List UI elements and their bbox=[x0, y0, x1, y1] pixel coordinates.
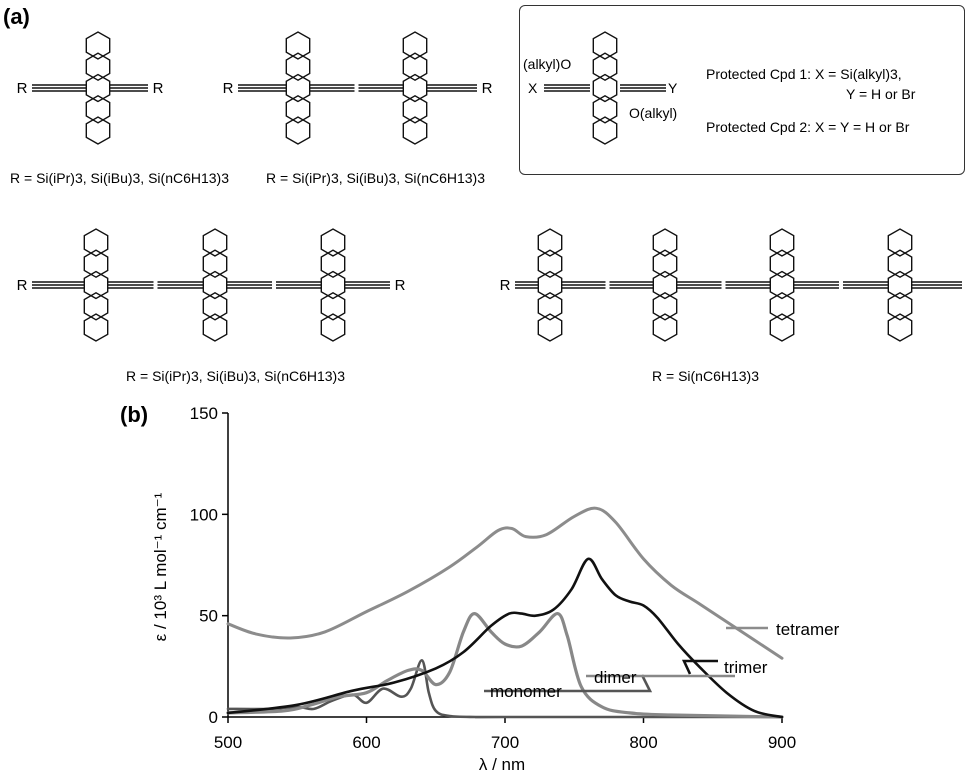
y-tick-label: 100 bbox=[190, 505, 218, 524]
series-label-tetramer: tetramer bbox=[776, 620, 840, 639]
protected-sub-top: (alkyl)O bbox=[523, 56, 572, 72]
x-tick-label: 500 bbox=[214, 733, 242, 752]
series-line-monomer bbox=[226, 658, 784, 719]
trimer-r-left: R bbox=[17, 277, 28, 294]
panel-a-label: (a) bbox=[3, 4, 30, 29]
series-label-monomer: monomer bbox=[490, 682, 562, 701]
tetramer-r-left: R bbox=[500, 277, 511, 294]
series-line-dimer bbox=[226, 612, 784, 719]
monomer-r-left: R bbox=[17, 80, 28, 97]
y-tick-label: 150 bbox=[190, 404, 218, 423]
series-label-trimer: trimer bbox=[724, 658, 768, 677]
chart-curves bbox=[226, 506, 784, 719]
protected-y-label: Y bbox=[668, 80, 678, 96]
chemical-structures: R R R R R R R bbox=[17, 31, 962, 342]
chart-ticks: 500 600 700 800 900 0 50 100 150 bbox=[190, 404, 797, 752]
trimer-acene-3 bbox=[320, 228, 346, 342]
dimer-bonds bbox=[238, 84, 477, 92]
dimer-caption: R = Si(iPr)3, Si(iBu)3, Si(nC6H13)3 bbox=[266, 170, 486, 186]
chart-annotations: monomer dimer trimer tetramer bbox=[484, 620, 840, 701]
dimer-acene-1 bbox=[285, 31, 311, 145]
trimer-acene-2 bbox=[202, 228, 228, 342]
trimer-acene-1 bbox=[83, 228, 109, 342]
monomer-acene-1 bbox=[85, 31, 111, 145]
protected-line1: Protected Cpd 1: X = Si(alkyl)3, bbox=[706, 66, 902, 82]
protected-acene bbox=[592, 31, 618, 145]
dimer-acene-2 bbox=[402, 31, 428, 145]
y-tick-label: 0 bbox=[209, 708, 218, 727]
x-tick-label: 700 bbox=[491, 733, 519, 752]
trimer-r-right: R bbox=[395, 277, 406, 294]
x-tick-label: 800 bbox=[629, 733, 657, 752]
x-axis-label: λ / nm bbox=[479, 755, 525, 774]
tetramer-acene-3 bbox=[769, 228, 795, 342]
chart-axes bbox=[227, 413, 782, 718]
dimer-r-right: R bbox=[482, 80, 493, 97]
dimer-r-left: R bbox=[223, 80, 234, 97]
x-tick-label: 600 bbox=[352, 733, 380, 752]
trimer-caption: R = Si(iPr)3, Si(iBu)3, Si(nC6H13)3 bbox=[126, 368, 346, 384]
leader-line-monomer bbox=[484, 674, 653, 693]
monomer-bonds bbox=[32, 84, 148, 92]
series-label-dimer: dimer bbox=[594, 668, 637, 687]
series-line-trimer bbox=[226, 557, 784, 719]
panel-b-label: (b) bbox=[120, 402, 149, 427]
y-axis-label: ε / 10³ L mol⁻¹ cm⁻¹ bbox=[151, 492, 170, 641]
tetramer-acene-4 bbox=[887, 228, 913, 342]
protected-bonds bbox=[544, 84, 666, 92]
protected-compound-box bbox=[519, 5, 965, 175]
tetramer-caption: R = Si(nC6H13)3 bbox=[652, 368, 759, 384]
protected-line2: Y = H or Br bbox=[846, 86, 916, 102]
series-line-tetramer bbox=[226, 506, 784, 660]
trimer-bonds bbox=[32, 281, 390, 289]
tetramer-acene-2 bbox=[652, 228, 678, 342]
protected-x-label: X bbox=[528, 80, 538, 96]
x-tick-label: 900 bbox=[768, 733, 796, 752]
monomer-r-right: R bbox=[153, 80, 164, 97]
protected-line3: Protected Cpd 2: X = Y = H or Br bbox=[706, 119, 910, 135]
tetramer-bonds bbox=[515, 281, 962, 289]
monomer-caption: R = Si(iPr)3, Si(iBu)3, Si(nC6H13)3 bbox=[10, 170, 230, 186]
y-tick-label: 50 bbox=[199, 607, 218, 626]
tetramer-acene-1 bbox=[537, 228, 563, 342]
leader-line-trimer bbox=[681, 659, 718, 675]
protected-sub-bottom: O(alkyl) bbox=[629, 105, 678, 121]
